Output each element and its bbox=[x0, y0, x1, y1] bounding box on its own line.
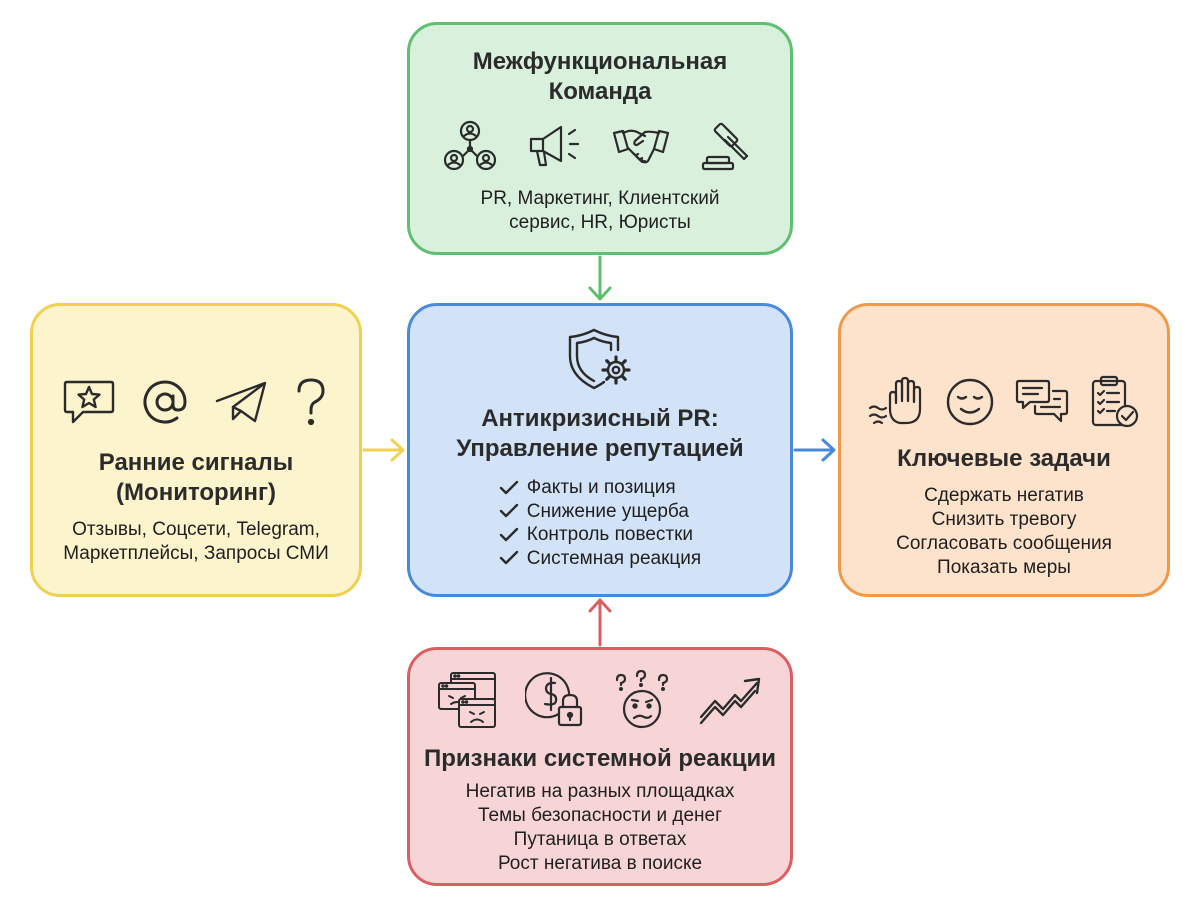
list-item: Негатив на разных площадках bbox=[465, 781, 735, 802]
signals-icons bbox=[33, 376, 359, 428]
list-item: Сдержать негатив bbox=[924, 485, 1084, 506]
chat-bubbles-icon bbox=[1015, 379, 1069, 423]
telegram-icon bbox=[215, 381, 267, 423]
signals-box: Ранние сигналы (Мониторинг) Отзывы, Соцс… bbox=[30, 303, 362, 597]
confused-face-icon bbox=[615, 670, 669, 729]
center-icon-row bbox=[410, 326, 790, 392]
sad-windows-icon bbox=[438, 672, 496, 728]
check-icon bbox=[499, 504, 518, 518]
list-item: Согласовать сообщения bbox=[896, 533, 1112, 554]
review-star-icon bbox=[63, 380, 115, 424]
list-item: Снижение ущерба bbox=[499, 500, 701, 524]
team-title: Межфункциональная Команда bbox=[472, 48, 728, 105]
center-title: Антикризисный PR: Управление репутацией bbox=[456, 405, 744, 462]
megaphone-icon bbox=[529, 125, 580, 167]
list-item: Контроль повестки bbox=[499, 523, 701, 547]
team-box: Межфункциональная Команда bbox=[407, 22, 793, 255]
list-item: Системная реакция bbox=[499, 547, 701, 571]
symptoms-title: Признаки системной реакции bbox=[423, 745, 777, 772]
check-icon bbox=[499, 527, 518, 541]
check-icon bbox=[499, 480, 518, 494]
shield-gear-icon bbox=[568, 328, 631, 390]
calm-face-icon bbox=[946, 378, 994, 426]
gavel-icon bbox=[701, 122, 749, 171]
team-icons bbox=[410, 119, 790, 173]
trend-up-icon bbox=[699, 677, 761, 725]
arrow-symptoms-to-center bbox=[588, 598, 612, 647]
question-mark-icon bbox=[297, 378, 325, 426]
check-icon bbox=[499, 551, 518, 565]
team-network-icon bbox=[443, 120, 497, 171]
signals-title: Ранние сигналы (Мониторинг) bbox=[98, 449, 294, 506]
list-item: Факты и позиция bbox=[499, 476, 701, 500]
arrow-team-to-center bbox=[588, 255, 612, 301]
tasks-title: Ключевые задачи bbox=[897, 445, 1111, 472]
tasks-list: Сдержать негатив Снизить тревогу Согласо… bbox=[841, 484, 1167, 580]
money-lock-icon bbox=[525, 672, 583, 727]
list-item: Показать меры bbox=[937, 557, 1071, 578]
tasks-box: Ключевые задачи Сдержать негатив Снизить… bbox=[838, 303, 1170, 597]
handshake-icon bbox=[612, 129, 670, 164]
list-item: Рост негатива в поиске bbox=[497, 853, 703, 874]
symptoms-icons bbox=[410, 670, 790, 730]
arrow-center-to-tasks bbox=[793, 438, 836, 462]
list-item: Путаница в ответах bbox=[513, 829, 687, 850]
team-description: PR, Маркетинг, Клиентский сервис, HR, Юр… bbox=[480, 188, 720, 233]
center-checklist: Факты и позиция Снижение ущерба Контроль… bbox=[499, 476, 701, 570]
tasks-icons bbox=[841, 374, 1167, 430]
list-item: Темы безопасности и денег bbox=[477, 805, 723, 826]
stop-hand-icon bbox=[868, 376, 922, 425]
checklist-clipboard-icon bbox=[1091, 375, 1139, 428]
symptoms-box: Признаки системной реакции Негатив на ра… bbox=[407, 647, 793, 886]
at-sign-icon bbox=[143, 380, 187, 424]
signals-description: Отзывы, Соцсети, Telegram, Маркетплейсы,… bbox=[63, 519, 329, 564]
arrow-signals-to-center bbox=[362, 438, 405, 462]
center-box: Антикризисный PR: Управление репутацией … bbox=[407, 303, 793, 597]
symptoms-list: Негатив на разных площадках Темы безопас… bbox=[410, 780, 790, 876]
list-item: Снизить тревогу bbox=[931, 509, 1077, 530]
